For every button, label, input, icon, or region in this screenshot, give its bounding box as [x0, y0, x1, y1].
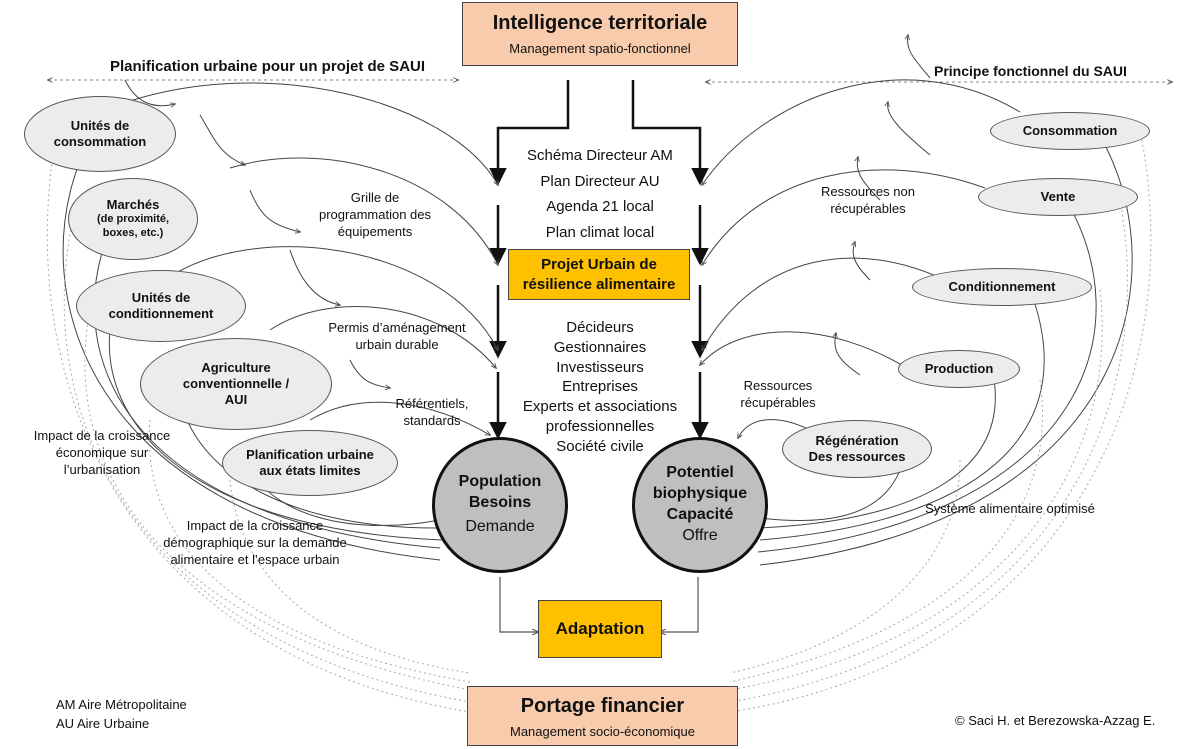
- actor-item: Entreprises: [562, 378, 638, 396]
- ellipse-label: boxes, etc.): [102, 227, 164, 240]
- ellipse-label: consommation: [53, 134, 147, 149]
- ellipse-label: Unités de: [70, 117, 130, 133]
- ellipse-label: (de proximité,: [96, 213, 170, 226]
- actor-item: Investisseurs: [556, 358, 644, 376]
- left-header: Planification urbaine pour un projet de …: [110, 58, 426, 75]
- plan-item: Agenda 21 local: [546, 198, 654, 215]
- actor-item: Décideurs: [566, 319, 634, 336]
- label-line: équipements: [337, 223, 413, 239]
- portage-financier-subtitle: Management socio-économique: [510, 724, 695, 739]
- projet-urbain-box: Projet Urbain de résilience alimentaire: [508, 249, 690, 300]
- ellipse-label: aux états limites: [259, 463, 361, 478]
- label-line: l’urbanisation: [63, 461, 141, 477]
- actor-item: Société civile: [556, 437, 644, 455]
- potentiel-line4: Offre: [682, 526, 718, 544]
- ellipse-vente: Vente: [978, 178, 1138, 216]
- ellipse-label: Vente: [1040, 188, 1076, 204]
- ellipse-label: conventionnelle /: [182, 375, 290, 391]
- label-line: urbain durable: [355, 336, 439, 352]
- ellipse-consommation: Consommation: [990, 112, 1150, 150]
- label-line: récupérables: [740, 394, 816, 410]
- population-line2: Besoins: [468, 493, 532, 511]
- label-impact-eco: Impact de la croissance économique sur l…: [22, 428, 182, 479]
- legend-am: AM Aire Métropolitaine: [56, 697, 187, 712]
- projet-urbain-line1: Projet Urbain de: [541, 256, 657, 273]
- label-ressources-rec: Ressources récupérables: [728, 378, 828, 412]
- legend-au: AU Aire Urbaine: [56, 715, 150, 731]
- copyright: © Saci H. et Berezowska-Azzag E.: [955, 713, 1156, 728]
- label-line: Ressources: [743, 378, 813, 393]
- label-line: standards: [403, 412, 461, 428]
- ellipse-label: Agriculture: [201, 359, 271, 375]
- plan-item: Schéma Directeur AM: [527, 147, 673, 164]
- intelligence-territoriale-title: Intelligence territoriale: [492, 12, 708, 34]
- actor-item: professionnelles: [545, 417, 655, 435]
- population-line3: Demande: [465, 518, 535, 536]
- plan-item: Plan climat local: [545, 223, 655, 241]
- actor-item: Gestionnaires: [553, 338, 647, 356]
- plans-list: Schéma Directeur AM Plan Directeur AU Ag…: [510, 143, 690, 245]
- label-line: programmation des: [319, 206, 431, 222]
- label-line: Ressources non: [821, 184, 915, 199]
- portage-financier-box: Portage financier Management socio-écono…: [467, 686, 738, 746]
- label-grille: Grille de programmation des équipements: [300, 190, 450, 241]
- population-line1: Population: [458, 472, 542, 490]
- intelligence-territoriale-subtitle: Management spatio-fonctionnel: [509, 41, 691, 56]
- label-line: Impact de la croissance: [186, 518, 324, 533]
- ellipse-label: Marchés: [106, 197, 160, 213]
- label-permis: Permis d’aménagement urbain durable: [318, 320, 476, 354]
- label-line: économique sur: [55, 444, 149, 460]
- potentiel-line1: Potentiel: [666, 464, 734, 482]
- adaptation-label: Adaptation: [555, 619, 645, 638]
- label-line: Référentiels,: [395, 396, 469, 411]
- portage-financier-title: Portage financier: [520, 695, 685, 717]
- ellipse-marches: Marchés (de proximité, boxes, etc.): [68, 178, 198, 260]
- plan-item: Plan Directeur AU: [540, 172, 660, 190]
- potentiel-circle: Potentiel biophysique Capacité Offre: [632, 437, 768, 573]
- ellipse-label: AUI: [224, 392, 248, 408]
- projet-urbain-line2: résilience alimentaire: [522, 275, 676, 293]
- ellipse-agriculture: Agriculture conventionnelle / AUI: [140, 338, 332, 430]
- population-circle: Population Besoins Demande: [432, 437, 568, 573]
- label-ressources-non: Ressources non récupérables: [810, 184, 926, 218]
- potentiel-line2: biophysique: [652, 485, 748, 503]
- ellipse-label: Planification urbaine: [246, 446, 374, 462]
- label-systeme: Système alimentaire optimisé: [925, 501, 1095, 516]
- ellipse-label: Régénération: [815, 432, 899, 448]
- actor-item: Experts et associations: [522, 398, 678, 416]
- ellipse-label: conditionnement: [108, 306, 214, 321]
- label-line: Grille de: [350, 190, 400, 205]
- ellipse-label: Unités de: [131, 289, 191, 305]
- legend: AM Aire Métropolitaine AU Aire Urbaine: [56, 696, 187, 734]
- ellipse-unites-conditionnement: Unités de conditionnement: [76, 270, 246, 342]
- label-impact-demo: Impact de la croissance démographique su…: [150, 518, 360, 569]
- label-referentiels: Référentiels, standards: [382, 396, 482, 430]
- ellipse-label: Production: [924, 360, 994, 376]
- label-line: alimentaire et l’espace urbain: [170, 551, 340, 567]
- ellipse-label: Consommation: [1022, 122, 1118, 138]
- ellipse-production: Production: [898, 350, 1020, 388]
- potentiel-line3: Capacité: [666, 506, 734, 523]
- label-line: démographique sur la demande: [163, 534, 347, 550]
- right-header: Principe fonctionnel du SAUI: [934, 63, 1127, 79]
- actors-list: Décideurs Gestionnaires Investisseurs En…: [505, 318, 695, 457]
- ellipse-planification: Planification urbaine aux états limites: [222, 430, 398, 496]
- ellipse-label: Conditionnement: [948, 278, 1056, 294]
- ellipse-label: Des ressources: [808, 449, 906, 464]
- label-line: Permis d’aménagement: [328, 320, 466, 335]
- label-line: Impact de la croissance: [33, 428, 171, 443]
- ellipse-conditionnement: Conditionnement: [912, 268, 1092, 306]
- intelligence-territoriale-box: Intelligence territoriale Management spa…: [462, 2, 738, 66]
- label-line: récupérables: [830, 200, 906, 216]
- ellipse-regeneration: Régénération Des ressources: [782, 420, 932, 478]
- ellipse-unites-consommation: Unités de consommation: [24, 96, 176, 172]
- adaptation-box: Adaptation: [538, 600, 662, 658]
